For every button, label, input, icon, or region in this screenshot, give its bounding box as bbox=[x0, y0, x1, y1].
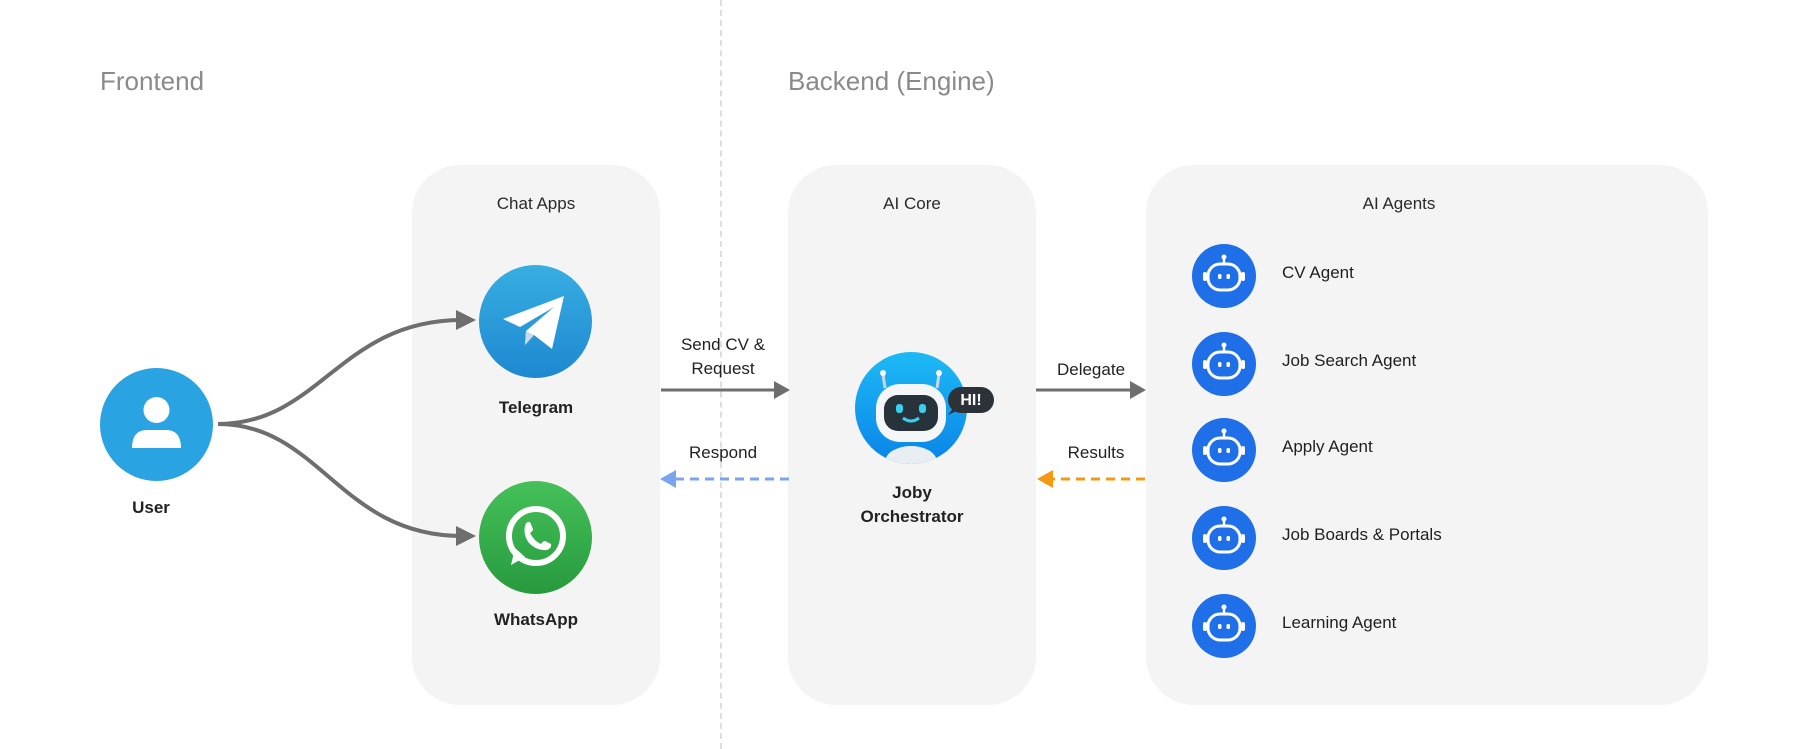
orchestrator-label-line2: Orchestrator bbox=[860, 507, 964, 526]
agent-label: Job Boards & Portals bbox=[1282, 525, 1442, 544]
hi-bubble-text: HI! bbox=[960, 392, 981, 409]
results-label: Results bbox=[1067, 443, 1125, 462]
frontend-backend-divider bbox=[720, 0, 722, 749]
agent-row[interactable]: Apply Agent bbox=[1192, 418, 1692, 482]
robot-icon bbox=[1192, 418, 1256, 482]
agent-row[interactable]: Learning Agent bbox=[1192, 594, 1692, 658]
agent-row[interactable]: Job Boards & Portals bbox=[1192, 506, 1692, 570]
orchestrator-robot-icon: HI! bbox=[855, 352, 994, 464]
telegram-label: Telegram bbox=[498, 398, 574, 417]
agent-label: CV Agent bbox=[1282, 263, 1354, 282]
ai-agents-title: AI Agents bbox=[1362, 194, 1436, 213]
frontend-title: Frontend bbox=[100, 66, 205, 96]
user-label: User bbox=[132, 498, 170, 517]
whatsapp-arrowhead bbox=[456, 526, 476, 546]
user-node[interactable] bbox=[100, 368, 213, 481]
telegram-node[interactable] bbox=[479, 265, 592, 378]
whatsapp-label: WhatsApp bbox=[493, 610, 579, 629]
agent-label: Learning Agent bbox=[1282, 613, 1397, 632]
orchestrator-label-line1: Joby bbox=[892, 483, 932, 502]
backend-title: Backend (Engine) bbox=[788, 66, 995, 96]
delegate-label: Delegate bbox=[1056, 360, 1126, 379]
agent-row[interactable]: Job Search Agent bbox=[1192, 332, 1692, 396]
robot-icon bbox=[1192, 506, 1256, 570]
user-icon bbox=[132, 397, 181, 448]
chat-apps-panel bbox=[412, 165, 660, 705]
user-to-whatsapp-connector bbox=[217, 422, 463, 538]
telegram-icon bbox=[503, 296, 564, 349]
robot-icon bbox=[1192, 594, 1256, 658]
orchestrator-node[interactable]: HI! bbox=[855, 352, 1015, 477]
telegram-arrowhead bbox=[456, 310, 476, 330]
user-to-telegram-connector bbox=[217, 318, 463, 426]
respond-label: Respond bbox=[688, 443, 758, 462]
whatsapp-icon bbox=[506, 506, 566, 566]
chat-apps-title: Chat Apps bbox=[496, 194, 576, 213]
send-request-line2: Request bbox=[691, 359, 755, 378]
ai-core-title: AI Core bbox=[883, 194, 941, 213]
send-request-line1: Send CV & bbox=[680, 335, 766, 354]
agent-label: Job Search Agent bbox=[1282, 351, 1417, 370]
send-request-label: Send CV & Request bbox=[660, 333, 786, 381]
agent-label: Apply Agent bbox=[1282, 437, 1373, 456]
orchestrator-label: Joby Orchestrator bbox=[788, 481, 1036, 529]
agent-row[interactable]: CV Agent bbox=[1192, 244, 1692, 308]
robot-icon bbox=[1192, 332, 1256, 396]
robot-icon bbox=[1192, 244, 1256, 308]
whatsapp-node[interactable] bbox=[479, 481, 592, 594]
